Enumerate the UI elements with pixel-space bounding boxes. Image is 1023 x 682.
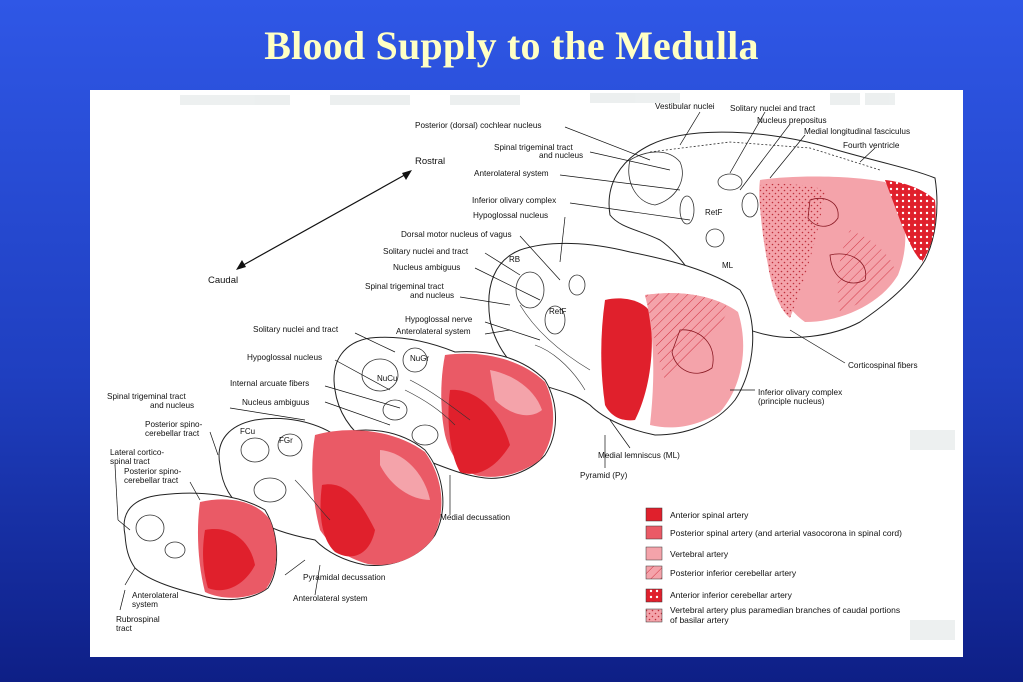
label-hypoglossal-nerve: Hypoglossal nerve — [405, 315, 473, 324]
label-pyramid: Pyramid (Py) — [580, 471, 628, 480]
label-rubrospinal-b: tract — [116, 624, 133, 633]
label-nucleus-ambiguus-2: Nucleus ambiguus — [242, 398, 309, 407]
label-inferior-olivary-principle-a: Inferior olivary complex — [758, 388, 842, 397]
label-anterolateral-2: Anterolateral system — [396, 327, 471, 336]
retf-top-label: RetF — [705, 208, 722, 217]
legend-swatch-posterior-spinal — [645, 525, 663, 540]
label-posterior-spinocerebellar-2a: Posterior spino- — [124, 467, 182, 476]
label-hypoglossal-nucleus-1: Hypoglossal nucleus — [473, 211, 548, 220]
label-inferior-olivary-1: Inferior olivary complex — [472, 196, 556, 205]
label-spinal-trigeminal-2a: Spinal trigeminal tract — [365, 282, 444, 291]
fcu-label: FCu — [240, 427, 255, 436]
label-mlf: Medial longitudinal fasciculus — [804, 127, 910, 136]
medulla-diagram: Rostral Caudal RetF ML RB RetF — [107, 93, 955, 640]
ml-label: ML — [722, 261, 734, 270]
legend-swatch-vertebral — [645, 546, 663, 561]
label-lateral-corticospinal-b: spinal tract — [110, 457, 150, 466]
label-posterior-spinocerebellar-1b: cerebellar tract — [145, 429, 200, 438]
section-rostral-medulla — [608, 131, 938, 338]
retf-mid-label: RetF — [549, 307, 566, 316]
section-spinal-cord — [123, 492, 278, 601]
label-vestibular-nuclei: Vestibular nuclei — [655, 102, 715, 111]
label-lateral-corticospinal-a: Lateral cortico- — [110, 448, 164, 457]
fgr-label: FGr — [279, 436, 293, 445]
label-dorsal-motor-vagus: Dorsal motor nucleus of vagus — [401, 230, 512, 239]
legend-label-5b: of basilar artery — [670, 615, 729, 625]
label-anterolateral-1: Anterolateral system — [474, 169, 549, 178]
label-solitary-top: Solitary nuclei and tract — [730, 104, 816, 113]
label-medial-lemniscus: Medial lemniscus (ML) — [598, 451, 680, 460]
label-posterior-spinocerebellar-2b: cerebellar tract — [124, 476, 179, 485]
diagram-panel: Rostral Caudal RetF ML RB RetF — [90, 90, 963, 657]
legend-label-1: Posterior spinal artery (and arterial va… — [670, 528, 902, 538]
legend: Anterior spinal artery Posterior spinal … — [645, 507, 902, 625]
legend-label-4: Anterior inferior cerebellar artery — [670, 590, 793, 600]
legend-label-3: Posterior inferior cerebellar artery — [670, 568, 797, 578]
label-spinal-trigeminal-3a: Spinal trigeminal tract — [107, 392, 186, 401]
nucu-label: NuCu — [377, 374, 397, 383]
label-rubrospinal-a: Rubrospinal — [116, 615, 160, 624]
label-spinal-trigeminal-2b: and nucleus — [410, 291, 454, 300]
label-nucleus-prepositus: Nucleus prepositus — [757, 116, 827, 125]
label-anterolateral-bottom: Anterolateral system — [293, 594, 368, 603]
nugr-label: NuGr — [410, 354, 429, 363]
label-spinal-trigeminal-1a: Spinal trigeminal tract — [494, 143, 573, 152]
rostral-label: Rostral — [415, 156, 445, 167]
section-spinomedullary — [218, 417, 444, 567]
label-posterior-cochlear: Posterior (dorsal) cochlear nucleus — [415, 121, 542, 130]
label-medial-decussation: Medial decussation — [440, 513, 511, 522]
legend-label-5: Vertebral artery plus paramedian branche… — [670, 605, 900, 615]
leader-lines — [114, 111, 876, 611]
label-nucleus-ambiguus-1: Nucleus ambiguus — [393, 263, 460, 272]
orientation-arrow — [236, 170, 412, 270]
label-anterolateral-left-a: Anterolateral — [132, 591, 179, 600]
label-posterior-spinocerebellar-1a: Posterior spino- — [145, 420, 203, 429]
scan-artifacts — [180, 93, 955, 640]
label-pyramidal-decussation: Pyramidal decussation — [303, 573, 386, 582]
legend-label-2: Vertebral artery — [670, 549, 729, 559]
label-spinal-trigeminal-3b: and nucleus — [150, 401, 194, 410]
label-inferior-olivary-principle-b: (principle nucleus) — [758, 397, 825, 406]
caudal-label: Caudal — [208, 275, 238, 286]
label-solitary-3: Solitary nuclei and tract — [253, 325, 339, 334]
legend-label-0: Anterior spinal artery — [670, 510, 749, 520]
label-fourth-ventricle: Fourth ventricle — [843, 141, 900, 150]
legend-swatch-aica — [645, 588, 663, 603]
label-corticospinal-fibers: Corticospinal fibers — [848, 361, 918, 370]
legend-swatch-pica — [645, 565, 663, 580]
slide-title: Blood Supply to the Medulla — [264, 23, 759, 68]
label-solitary-2: Solitary nuclei and tract — [383, 247, 469, 256]
legend-swatch-vertebral-basilar — [645, 608, 663, 623]
rb-label: RB — [509, 255, 520, 264]
legend-swatch-anterior-spinal — [645, 507, 663, 522]
structure-labels: Vestibular nuclei Solitary nuclei and tr… — [107, 102, 918, 633]
label-hypoglossal-nucleus-2: Hypoglossal nucleus — [247, 353, 322, 362]
label-spinal-trigeminal-1b: and nucleus — [539, 151, 583, 160]
label-anterolateral-left-b: system — [132, 600, 158, 609]
label-internal-arcuate: Internal arcuate fibers — [230, 379, 309, 388]
section-mid-medulla — [488, 242, 754, 436]
